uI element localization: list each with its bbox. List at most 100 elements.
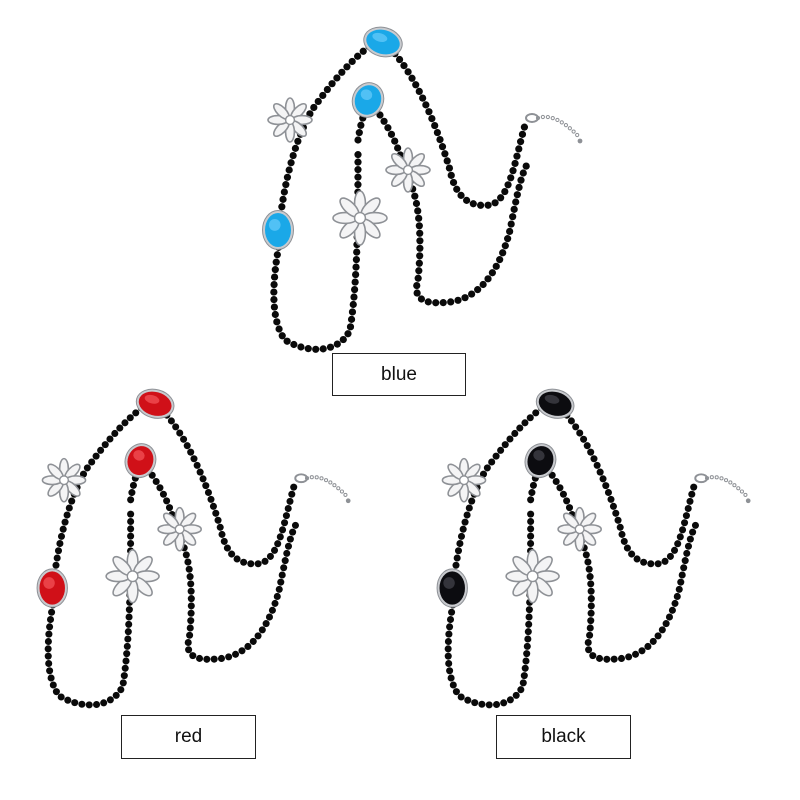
bead-icon: [412, 81, 420, 89]
bead-icon: [444, 637, 452, 646]
bead-icon: [187, 448, 195, 456]
bead-icon: [559, 490, 567, 498]
bead-icon: [323, 85, 331, 94]
bead-icon: [525, 620, 533, 628]
bead-icon: [477, 201, 485, 209]
bead-icon: [433, 128, 442, 137]
bead-icon: [496, 256, 504, 264]
bead-icon: [609, 502, 617, 510]
bead-icon: [602, 482, 610, 490]
bead-icon: [240, 558, 248, 566]
bead-icon: [492, 262, 500, 270]
bead-icon: [258, 626, 266, 634]
bead-icon: [286, 535, 294, 543]
bead-icon: [270, 280, 278, 289]
bead-icon: [506, 696, 514, 704]
bead-icon: [48, 608, 56, 616]
bead-icon: [647, 560, 655, 568]
bead-icon: [686, 535, 694, 543]
bead-icon: [587, 609, 595, 617]
bead-icon: [186, 631, 194, 639]
bead-icon: [294, 137, 302, 145]
bead-icon: [284, 504, 292, 513]
bead-icon: [183, 442, 191, 450]
flower-charm-icon: [332, 190, 388, 246]
bead-icon: [210, 655, 218, 663]
bead-icon: [268, 606, 276, 614]
bead-icon: [270, 546, 279, 554]
bead-icon: [282, 181, 290, 189]
bead-icon: [587, 617, 595, 625]
bead-icon: [196, 468, 204, 476]
bead-icon: [97, 446, 105, 454]
bead-icon: [532, 409, 540, 417]
bead-icon: [556, 484, 564, 492]
bead-icon: [446, 616, 455, 624]
bead-icon: [689, 528, 697, 536]
bead-icon: [654, 632, 662, 640]
bead-icon: [348, 57, 356, 66]
bead-icon: [271, 599, 279, 607]
bead-icon: [124, 635, 132, 643]
bead-icon: [439, 299, 447, 307]
bead-icon: [676, 533, 684, 541]
bead-icon: [431, 121, 439, 130]
bead-icon: [185, 565, 193, 573]
bead-icon: [46, 667, 54, 675]
bead-icon: [484, 201, 492, 209]
bead-icon: [673, 592, 681, 600]
bead-icon: [456, 540, 464, 548]
lobster-clasp-icon: [525, 113, 539, 123]
bead-icon: [190, 455, 198, 463]
bead-icon: [422, 101, 430, 109]
bead-icon: [348, 308, 357, 316]
bead-icon: [270, 303, 278, 311]
bead-icon: [686, 497, 694, 505]
bead-icon: [438, 143, 447, 151]
bead-icon: [587, 587, 595, 595]
flower-charm-icon: [505, 548, 560, 604]
bead-icon: [670, 546, 679, 554]
bead-icon: [580, 435, 588, 443]
bead-strand-upper-left: [451, 400, 551, 577]
bead-icon: [411, 192, 419, 200]
bead-icon: [152, 477, 160, 486]
bead-icon: [572, 423, 580, 431]
bead-icon: [469, 200, 477, 208]
bead-icon: [218, 530, 226, 538]
bead-icon: [492, 452, 500, 460]
bead-icon: [478, 700, 486, 708]
bead-icon: [92, 452, 100, 460]
bead-icon: [187, 617, 195, 625]
bead-icon: [512, 198, 520, 206]
bead-icon: [45, 659, 53, 668]
bead-icon: [278, 571, 286, 579]
bead-icon: [199, 475, 207, 483]
oval-stone-icon: [262, 210, 294, 250]
bead-icon: [590, 455, 598, 463]
bead-icon: [297, 343, 305, 351]
bead-icon: [529, 481, 537, 489]
bead-icon: [587, 595, 595, 603]
bead-icon: [65, 504, 73, 512]
bead-icon: [271, 310, 279, 319]
flower-charm-icon: [41, 457, 87, 503]
bead-icon: [88, 458, 96, 466]
bead-icon: [52, 561, 60, 569]
bead-icon: [217, 654, 226, 662]
bead-icon: [666, 552, 674, 560]
bead-icon: [586, 624, 594, 632]
bead-icon: [270, 288, 278, 296]
bead-icon: [632, 650, 640, 658]
bead-icon: [180, 435, 188, 443]
bead-icon: [504, 235, 512, 243]
bead-icon: [290, 340, 298, 349]
bead-icon: [408, 74, 416, 82]
bead-icon: [277, 578, 285, 586]
bead-icon: [53, 554, 61, 562]
necklace-black: [436, 388, 751, 709]
bead-icon: [457, 191, 465, 199]
bead-icon: [354, 52, 362, 60]
bead-icon: [129, 481, 137, 489]
bead-icon: [279, 526, 287, 534]
